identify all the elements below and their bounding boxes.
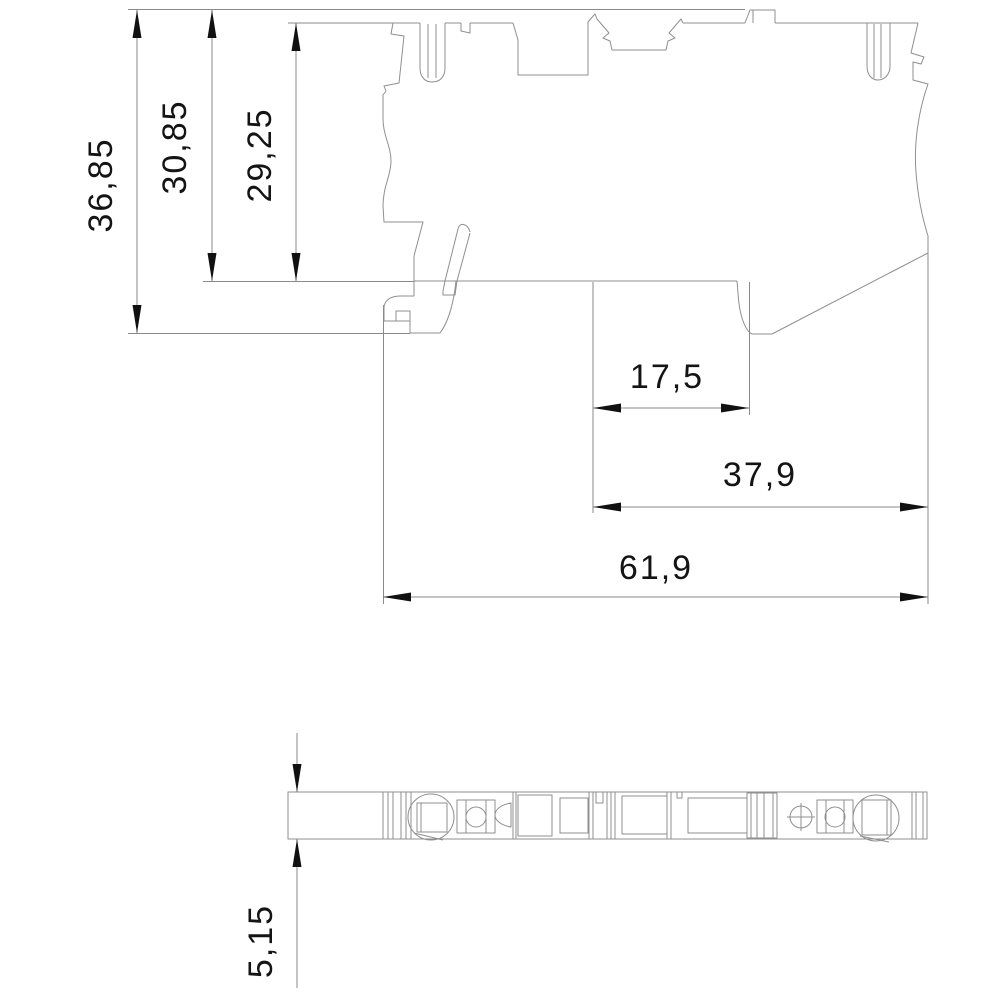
wire-funnel [494, 802, 512, 828]
right-test-slot [866, 23, 891, 81]
arrowhead [383, 592, 411, 602]
strip-partition-lines [382, 792, 924, 839]
arrowhead [593, 403, 621, 413]
arrowhead [207, 253, 217, 281]
arrowhead [291, 253, 301, 281]
arrowhead [132, 10, 142, 38]
strip-outline [287, 791, 928, 840]
arrowhead [292, 764, 302, 792]
lever-slot [442, 224, 471, 296]
strip-window-left [517, 794, 553, 837]
dim-label-total-height: 36,85 [82, 137, 120, 232]
arrowhead [593, 502, 621, 512]
strip-window-mid [559, 797, 589, 834]
extension-lines [128, 9, 929, 604]
plan-strip-view [287, 791, 928, 843]
side-profile-view [382, 9, 929, 335]
arrowhead [900, 502, 928, 512]
profile-left-edge [382, 22, 424, 281]
spring-waist [824, 806, 846, 828]
dim-label-width-mid: 37,9 [723, 456, 797, 494]
spring-frame [456, 799, 496, 834]
cross-screw [787, 803, 815, 831]
dimension-labels: 36,85 30,85 29,25 17,5 37,9 61,9 5,15 [82, 99, 797, 978]
dim-label-body-height: 30,85 [156, 99, 194, 194]
clamp-circle [407, 793, 455, 841]
right-spring-clamp [816, 799, 854, 834]
arrowhead [900, 592, 928, 602]
left-spring-clamp [456, 799, 512, 834]
dim-label-width-small: 17,5 [630, 358, 704, 396]
clamp-square [859, 799, 892, 843]
arrowhead [721, 403, 749, 413]
profile-top-edge [393, 9, 918, 83]
left-screw-clamp [407, 793, 455, 841]
clamp-square [413, 802, 448, 841]
cross-screw-cross [787, 803, 815, 831]
spring-waist [465, 806, 487, 828]
arrowhead [291, 23, 301, 51]
spring-frame [816, 799, 854, 834]
arrowhead [292, 839, 302, 867]
right-screw-clamp [852, 794, 900, 843]
dim-label-upper-height: 29,25 [241, 107, 279, 202]
arrowhead [207, 10, 217, 38]
strip-window-empty [621, 795, 668, 835]
dim-label-strip-depth: 5,15 [242, 904, 280, 978]
arrowhead [132, 305, 142, 333]
strip-window-wide [687, 797, 748, 834]
profile-right-edge [736, 22, 929, 335]
dim-label-width-total: 61,9 [619, 549, 693, 587]
clamp-circle [852, 794, 900, 842]
arrowheads [132, 10, 928, 867]
left-foot-hook [383, 280, 457, 334]
marker-carrier-box [746, 792, 778, 839]
